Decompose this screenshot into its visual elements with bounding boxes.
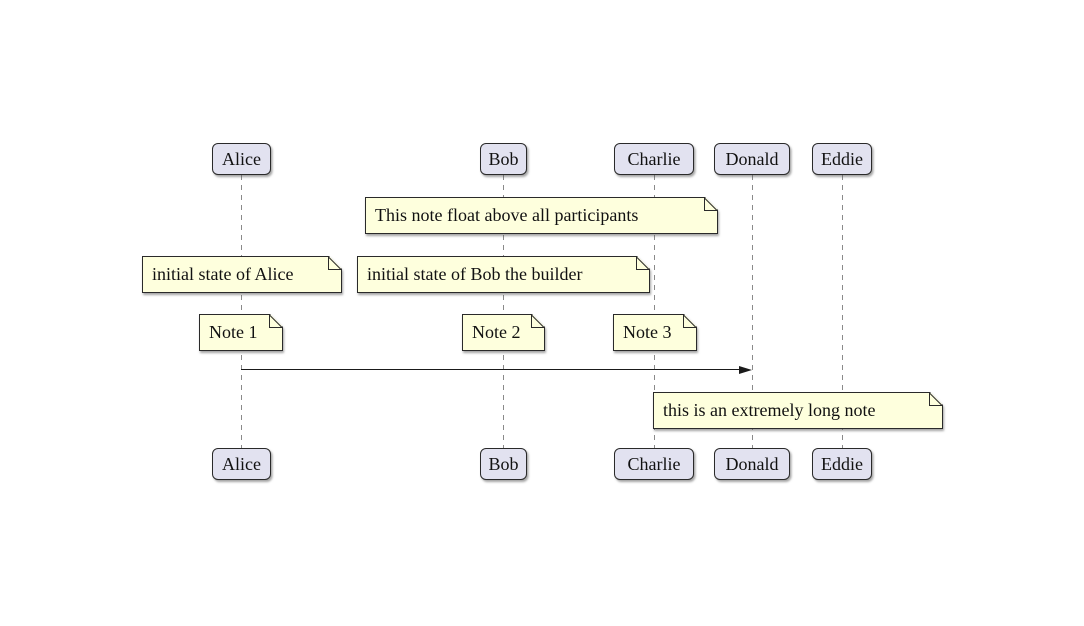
participant-eddie-top: Eddie: [812, 143, 872, 175]
lifeline-charlie: [654, 175, 655, 448]
note-1: Note 1: [199, 314, 283, 351]
participant-bob-bottom: Bob: [480, 448, 527, 480]
participant-charlie-bottom: Charlie: [614, 448, 694, 480]
note-text: initial state of Bob the builder: [367, 264, 583, 284]
note-float-above-participants: This note float above all participants: [365, 197, 718, 234]
participant-alice-top: Alice: [212, 143, 271, 175]
message-arrowhead-icon: [739, 365, 752, 374]
note-2: Note 2: [462, 314, 545, 351]
note-fold-icon: [636, 257, 649, 270]
note-fold-icon: [683, 315, 696, 328]
note-fold-icon: [328, 257, 341, 270]
note-text: Note 3: [623, 322, 672, 342]
lifeline-donald: [752, 175, 753, 448]
note-extremely-long: this is an extremely long note: [653, 392, 943, 429]
message-arrow-line: [241, 369, 740, 370]
participant-alice-bottom: Alice: [212, 448, 271, 480]
note-text: initial state of Alice: [152, 264, 294, 284]
participant-donald-top: Donald: [714, 143, 790, 175]
note-initial-state-bob: initial state of Bob the builder: [357, 256, 650, 293]
lifeline-bob: [503, 175, 504, 448]
participant-bob-top: Bob: [480, 143, 527, 175]
participant-charlie-top: Charlie: [614, 143, 694, 175]
lifeline-alice: [241, 175, 242, 448]
note-text: Note 2: [472, 322, 521, 342]
note-fold-icon: [269, 315, 282, 328]
note-initial-state-alice: initial state of Alice: [142, 256, 342, 293]
lifeline-eddie: [842, 175, 843, 448]
note-fold-icon: [531, 315, 544, 328]
note-text: this is an extremely long note: [663, 400, 876, 420]
note-3: Note 3: [613, 314, 697, 351]
participant-eddie-bottom: Eddie: [812, 448, 872, 480]
note-fold-icon: [704, 198, 717, 211]
participant-donald-bottom: Donald: [714, 448, 790, 480]
note-fold-icon: [929, 393, 942, 406]
note-text: Note 1: [209, 322, 258, 342]
note-text: This note float above all participants: [375, 205, 639, 225]
